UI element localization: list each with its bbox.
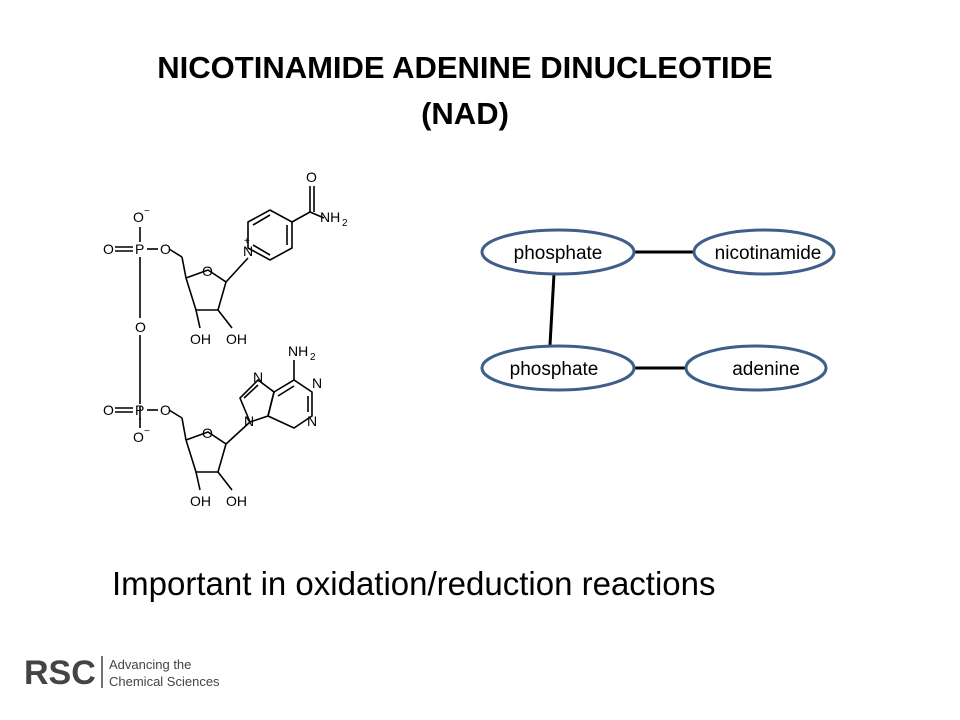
title-line-2: (NAD) [421, 96, 509, 131]
subscript-2: 2 [310, 352, 316, 363]
nad-structure-diagram: O − O P O O O P O O − O O OH OH OH OH N … [103, 169, 348, 509]
phosphate-top-node [480, 228, 636, 276]
hydroxyl-label: OH [190, 331, 211, 347]
nicotinamide-label: nicotinamide [715, 243, 822, 264]
purine-nitrogen-label: N [244, 413, 254, 429]
structure-bonds [115, 186, 325, 491]
ribose-oxygen-bottom-label: O [202, 425, 213, 441]
nicotinamide-node [692, 228, 836, 276]
hydroxyl-label: OH [226, 331, 247, 347]
adenine-label: adenine [732, 359, 800, 380]
page-title: NICOTINAMIDE ADENINE DINUCLEOTIDE (NAD) [0, 45, 930, 137]
phosphorus-bottom-label: P [135, 402, 144, 418]
title-line-1: NICOTINAMIDE ADENINE DINUCLEOTIDE [157, 50, 773, 85]
caption-text: Important in oxidation/reduction reactio… [112, 565, 716, 602]
amine-nh2-label: NH [288, 343, 308, 359]
oxygen-anion-top-label: O [133, 209, 144, 225]
adenine-node [684, 344, 828, 392]
purine-nitrogen-label: N [307, 413, 317, 429]
plus-sign: + [244, 236, 250, 247]
amide-nh2-label: NH [320, 209, 340, 225]
oxygen-double-top-label: O [103, 241, 114, 257]
subscript-2: 2 [342, 218, 348, 229]
minus-sign-top: − [144, 206, 150, 217]
nad-component-diagram: phosphate nicotinamide phosphate adenine [480, 228, 836, 392]
rsc-logo-line-2: Chemical Sciences [109, 674, 220, 689]
rsc-logo-mark: RSC [24, 654, 96, 692]
purine-nitrogen-label: N [253, 369, 263, 385]
rsc-logo-line-1: Advancing the [109, 657, 191, 672]
minus-sign-bottom: − [144, 426, 150, 437]
pyridinium-nitrogen-label: N [243, 243, 253, 259]
oxygen-anion-bottom-label: O [133, 429, 144, 445]
phosphate-bottom-node [480, 344, 636, 392]
connector-phosphate-phosphate [548, 273, 556, 346]
hydroxyl-label: OH [190, 493, 211, 509]
hydroxyl-label: OH [226, 493, 247, 509]
oxygen-bridge-label: O [135, 319, 146, 335]
connector-lines [548, 250, 696, 370]
oxygen-link-top-label: O [160, 241, 171, 257]
ribose-oxygen-top-label: O [202, 263, 213, 279]
phosphate-top-label: phosphate [514, 243, 603, 264]
oxygen-double-bottom-label: O [103, 402, 114, 418]
phosphorus-top-label: P [135, 241, 144, 257]
phosphate-bottom-label: phosphate [510, 359, 599, 380]
carbonyl-oxygen-label: O [306, 169, 317, 185]
node-shapes [480, 228, 836, 392]
purine-nitrogen-label: N [312, 375, 322, 391]
oxygen-link-bottom-label: O [160, 402, 171, 418]
rsc-logo: RSC Advancing the Chemical Sciences [24, 654, 220, 692]
